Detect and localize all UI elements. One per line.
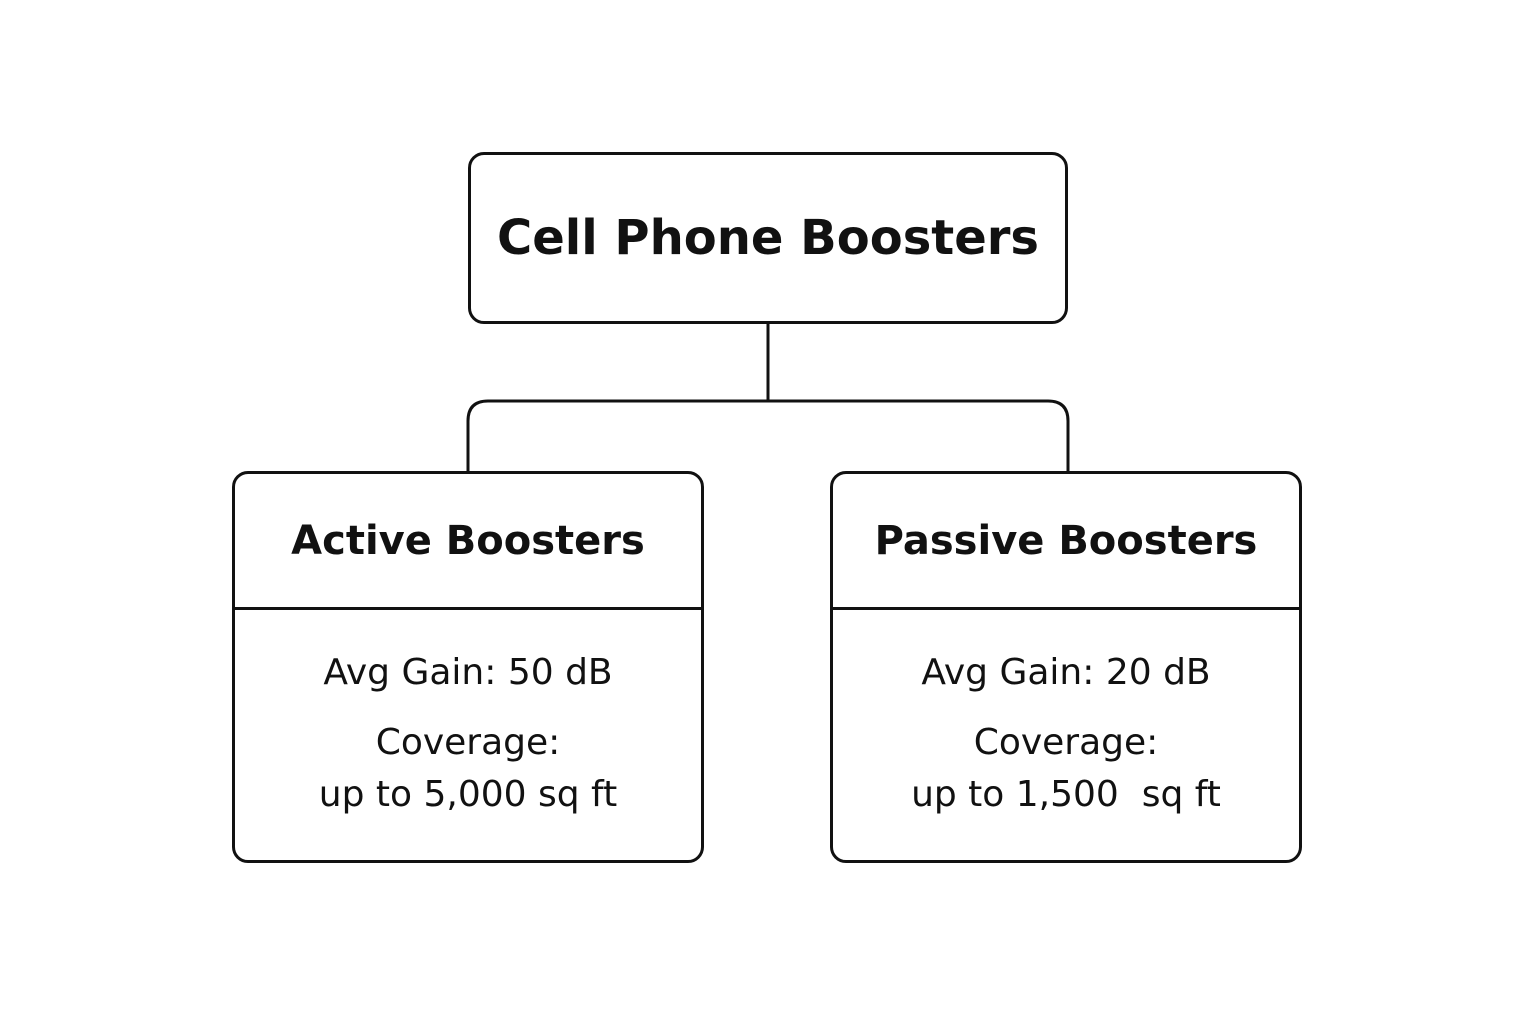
active-boosters-node: Active Boosters Avg Gain: 50 dB Coverage… (232, 471, 704, 863)
active-boosters-header: Active Boosters (235, 474, 701, 610)
passive-boosters-details: Avg Gain: 20 dB Coverage: up to 1,500 sq… (833, 610, 1299, 863)
root-node: Cell Phone Boosters (468, 152, 1068, 324)
passive-boosters-coverage-label: Coverage: (973, 722, 1159, 763)
active-boosters-details: Avg Gain: 50 dB Coverage: up to 5,000 sq… (235, 610, 701, 863)
active-boosters-gain: Avg Gain: 50 dB (323, 652, 613, 693)
passive-boosters-gain: Avg Gain: 20 dB (921, 652, 1211, 693)
root-node-label: Cell Phone Boosters (496, 210, 1039, 266)
passive-boosters-node: Passive Boosters Avg Gain: 20 dB Coverag… (830, 471, 1302, 863)
passive-boosters-title: Passive Boosters (874, 517, 1258, 564)
branch-line (466, 399, 1070, 471)
active-boosters-title: Active Boosters (291, 517, 645, 564)
active-boosters-coverage-label: Coverage: (375, 722, 561, 763)
passive-boosters-coverage-value: up to 1,500 sq ft (911, 774, 1221, 815)
passive-boosters-header: Passive Boosters (833, 474, 1299, 610)
active-boosters-coverage-value: up to 5,000 sq ft (318, 774, 618, 815)
